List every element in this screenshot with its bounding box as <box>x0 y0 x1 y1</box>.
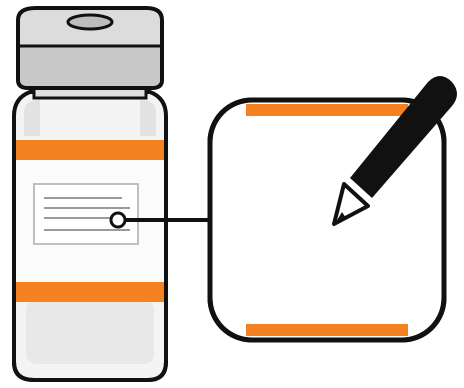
vial-icon <box>14 8 166 380</box>
vial-band-top <box>16 140 164 160</box>
vial-cap-shadow <box>20 46 160 86</box>
zoom-band-top <box>246 104 408 116</box>
vial-cap-stopper <box>68 15 112 29</box>
vial-band-bottom <box>16 282 164 302</box>
vial-shoulder-left <box>24 100 40 136</box>
connector-dot <box>111 213 125 227</box>
vial-shoulder-right <box>140 100 156 136</box>
vial-inner-highlight <box>26 300 154 364</box>
zoom-band-bottom <box>246 324 408 336</box>
